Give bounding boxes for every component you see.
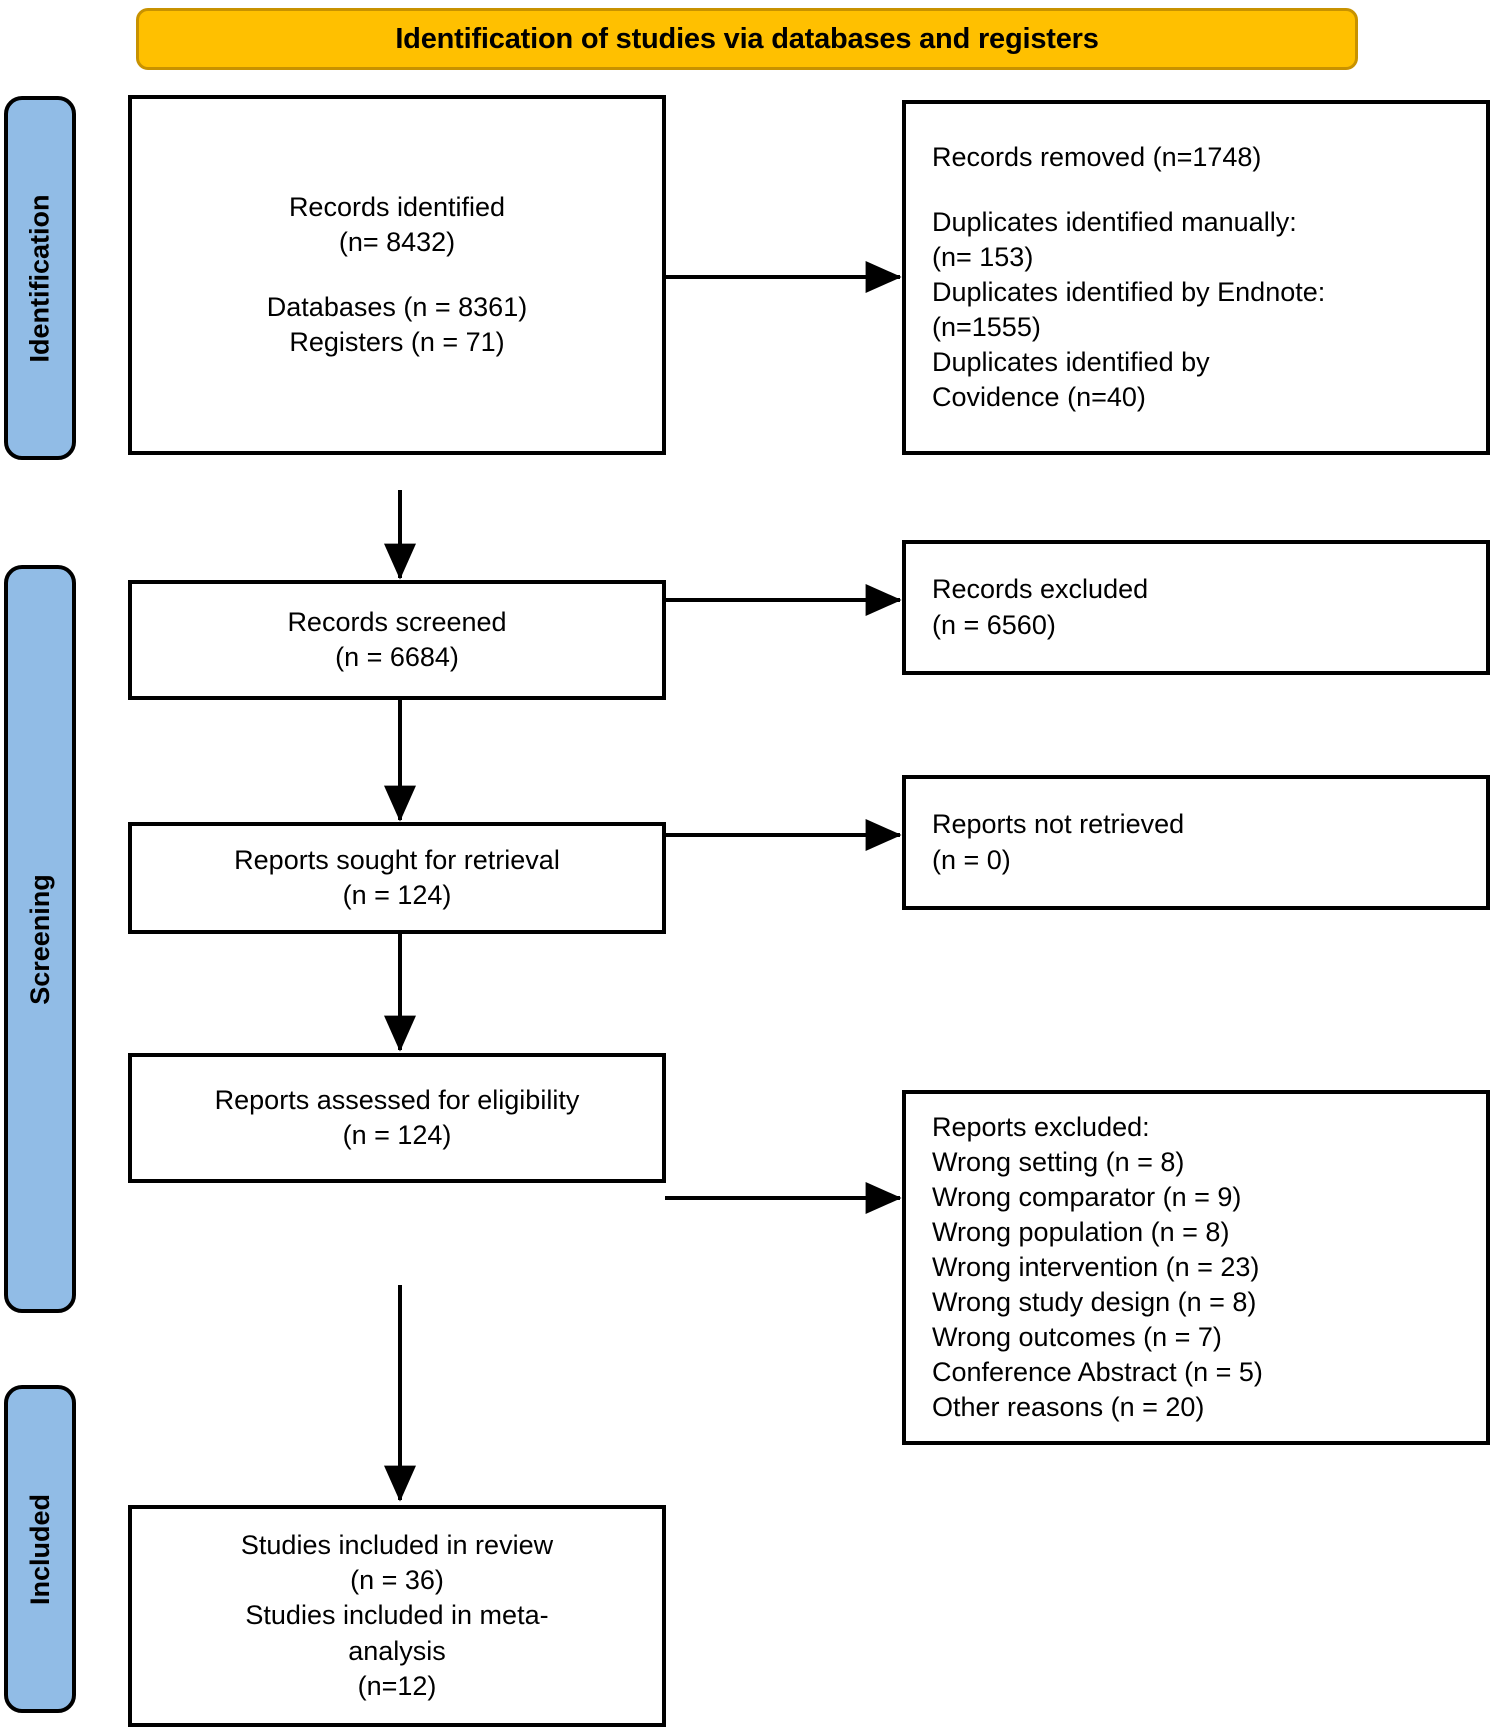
- node-line: Studies included in meta-: [245, 1600, 549, 1631]
- sidebar-item-included: Included: [4, 1385, 76, 1713]
- node-line: Registers (n = 71): [289, 327, 505, 358]
- page-title: Identification of studies via databases …: [395, 22, 1099, 55]
- node-records-removed: Records removed (n=1748) Duplicates iden…: [902, 100, 1490, 455]
- node-line: Duplicates identified manually:: [932, 206, 1297, 237]
- node-line: Databases (n = 8361): [266, 292, 528, 322]
- node-line: Studies included in review: [240, 1530, 554, 1561]
- node-line: Wrong comparator (n = 9): [932, 1181, 1242, 1212]
- node-line: (n = 36): [350, 1565, 444, 1596]
- node-line: Wrong outcomes (n = 7): [932, 1322, 1222, 1353]
- node-line: Wrong study design (n = 8): [932, 1287, 1257, 1318]
- sidebar-item-screening: Screening: [4, 565, 76, 1313]
- node-line: Reports sought for retrieval: [234, 844, 560, 875]
- node-line: Wrong intervention (n = 23): [932, 1251, 1260, 1282]
- node-line: Records identified: [288, 191, 506, 222]
- node-line: Records excluded: [932, 574, 1149, 605]
- node-reports-sought: Reports sought for retrieval (n = 124): [128, 822, 666, 934]
- node-line: (n=1555): [932, 312, 1041, 343]
- node-studies-included: Studies included in review (n = 36) Stud…: [128, 1505, 666, 1727]
- node-reports-not-retrieved: Reports not retrieved (n = 0): [902, 775, 1490, 910]
- node-line: Records removed (n=1748): [932, 141, 1262, 172]
- node-line: Duplicates identified by Endnote:: [932, 276, 1326, 307]
- node-line: (n = 6684): [335, 642, 459, 672]
- node-line: Reports excluded:: [932, 1111, 1150, 1142]
- node-records-identified: Records identified (n= 8432) Databases (…: [128, 95, 666, 455]
- node-line: (n = 124): [342, 1120, 452, 1150]
- stage-label-included: Included: [24, 1493, 55, 1605]
- stage-label-screening: Screening: [24, 873, 55, 1005]
- node-line: Wrong population (n = 8): [932, 1216, 1230, 1247]
- node-line: (n = 0): [932, 844, 1011, 875]
- node-line: (n = 6560): [932, 609, 1056, 640]
- node-line: (n= 8432): [338, 226, 456, 257]
- node-line: Conference Abstract (n = 5): [932, 1357, 1263, 1388]
- node-reports-excluded: Reports excluded: Wrong setting (n = 8) …: [902, 1090, 1490, 1445]
- sidebar-item-identification: Identification: [4, 96, 76, 460]
- node-line: Reports assessed for eligibility: [214, 1084, 580, 1115]
- node-reports-assessed: Reports assessed for eligibility (n = 12…: [128, 1053, 666, 1183]
- node-line: Records screened: [287, 606, 507, 637]
- node-records-screened: Records screened (n = 6684): [128, 580, 666, 700]
- node-line: Duplicates identified by: [932, 347, 1210, 378]
- node-line: Covidence (n=40): [932, 382, 1146, 413]
- node-line: analysis: [348, 1635, 446, 1666]
- node-line: (n=12): [357, 1670, 437, 1701]
- node-line: Other reasons (n = 20): [932, 1392, 1205, 1423]
- node-line: Wrong setting (n = 8): [932, 1146, 1185, 1177]
- node-records-excluded: Records excluded (n = 6560): [902, 540, 1490, 675]
- node-line: (n= 153): [932, 241, 1034, 272]
- diagram-header-banner: Identification of studies via databases …: [136, 8, 1358, 70]
- node-line: Reports not retrieved: [932, 809, 1185, 840]
- node-line: (n = 124): [342, 880, 452, 910]
- stage-label-identification: Identification: [24, 194, 55, 362]
